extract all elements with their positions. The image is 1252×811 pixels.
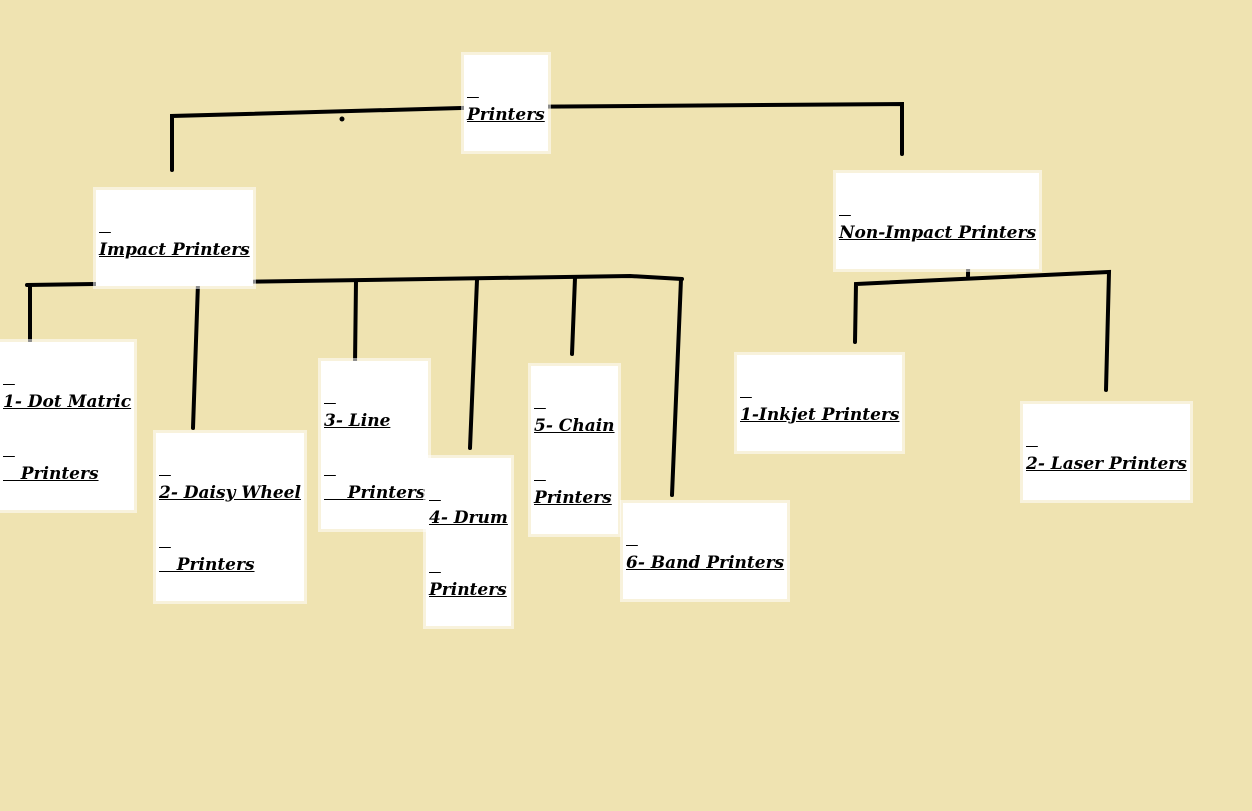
node-printers: Printers	[464, 55, 548, 151]
node-label-line2: Printers	[324, 483, 426, 503]
node-line: 3- Line Printers	[321, 361, 429, 529]
node-impact-printers-label: Impact Printers	[99, 240, 250, 260]
node-label-line1: 6- Band Printers	[626, 553, 785, 573]
node-drum: 4- Drum Printers	[426, 458, 511, 626]
impact-drop-2	[191, 281, 200, 430]
node-label-line1: 2- Daisy Wheel	[159, 483, 301, 503]
impact-drop-4	[468, 278, 479, 450]
node-non-impact-printers: Non-Impact Printers	[836, 173, 1040, 269]
impact-drop-6	[670, 277, 683, 497]
node-label-line1: 4- Drum	[429, 508, 508, 528]
node-chain: 5- Chain Printers	[531, 366, 618, 534]
nonimpact-branch	[853, 269, 1112, 392]
impact-drop-5	[570, 276, 577, 356]
node-label-line1: 3- Line	[324, 411, 391, 431]
node-impact-printers: Impact Printers	[96, 190, 253, 286]
node-label-line2: Printers	[3, 464, 99, 484]
node-label-line2: Printers	[534, 488, 612, 508]
node-laser: 2- Laser Printers	[1023, 404, 1190, 500]
stray-dot	[339, 116, 345, 122]
node-inkjet: 1-Inkjet Printers	[737, 355, 903, 451]
node-band: 6- Band Printers	[623, 503, 788, 599]
node-label-line1: 1-Inkjet Printers	[740, 405, 900, 425]
node-daisy-wheel: 2- Daisy Wheel Printers	[156, 433, 304, 601]
node-label-line1: 1- Dot Matric	[3, 392, 132, 412]
node-label-line1: 2- Laser Printers	[1026, 454, 1187, 474]
node-printers-label: Printers	[467, 105, 545, 125]
node-label-line1: 5- Chain	[534, 416, 615, 436]
node-label-line2: Printers	[429, 580, 507, 600]
impact-drop-3	[353, 279, 358, 366]
node-label-line2: Printers	[159, 555, 255, 575]
node-non-impact-printers-label: Non-Impact Printers	[839, 223, 1037, 243]
node-dot-matric: 1- Dot Matric Printers	[0, 342, 135, 510]
